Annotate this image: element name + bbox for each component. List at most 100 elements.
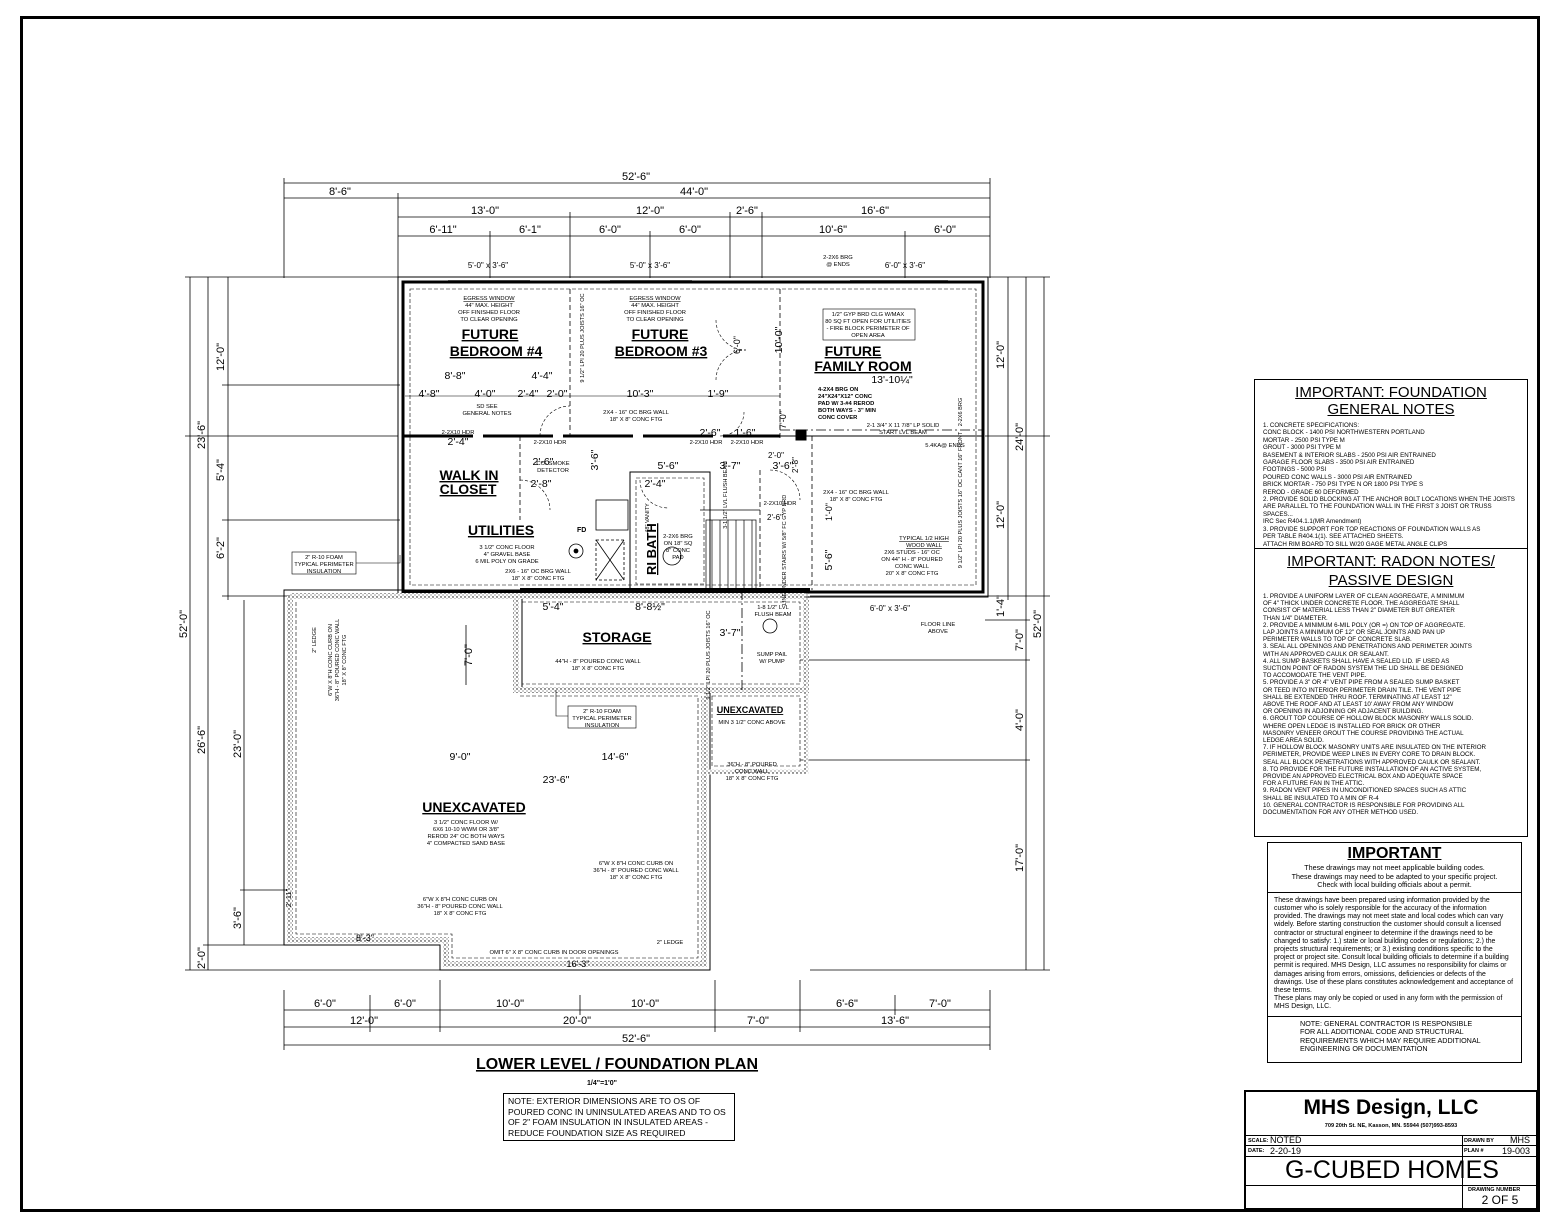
egress-note-1c: TO CLEAR OPENING <box>460 317 518 323</box>
brg-wall2-a: 2X4 - 16" OC BRG WALL <box>823 490 889 496</box>
dim-inner-7: 10'-3" <box>627 388 654 400</box>
dim-inner-19: 2'-6" <box>700 427 721 439</box>
dim-inner-22: 2'-8" <box>791 457 800 473</box>
foam-note-box-2 <box>567 705 637 729</box>
date-label: DATE: <box>1248 1148 1265 1154</box>
dim-inner-32: 1'-0" <box>824 503 834 521</box>
sump-a: SUMP PAIL <box>757 652 788 658</box>
dim-top-r3-c: 6'-0" <box>599 224 621 236</box>
curb-left-c: 18" X 8" CONC FTG <box>342 635 348 686</box>
foam1-b: TYPICAL PERIMETER <box>294 562 353 568</box>
stairs <box>705 519 757 591</box>
dim-left-b: 26'-6" <box>196 726 208 754</box>
half-wall-note-b: ON 44" H - 8" POURED <box>881 557 942 563</box>
brg-top-b: @ ENDS <box>826 262 850 268</box>
curb-b-a: 6"W X 8"H CONC CURB ON <box>423 897 497 903</box>
top-dimensions: 52'-6" 8'-6" 44'-0" 13'-0" 12'-0" 2'-6" … <box>329 171 956 236</box>
floor-line-b: ABOVE <box>928 629 948 635</box>
company-name: MHS Design, LLC <box>1303 1096 1479 1119</box>
dim-inner-27: 14'-6" <box>602 751 629 763</box>
bath-pad-a: 2-2X6 BRG <box>663 534 693 540</box>
gyp-note-b: 80 SQ FT OPEN FOR UTILITIES <box>825 319 911 325</box>
dim-top-overall: 52'-6" <box>622 171 650 183</box>
ka-ends: 5.4KA@ ENDS <box>925 443 965 449</box>
flush1-label: 3-1 1/2" LVL FLUSH BEAM <box>723 461 729 529</box>
rotated-annotations: 9 1/2" LPI 20 PLUS JOISTS 16" OC 2-2X6 B… <box>312 293 964 701</box>
co-note-b: DETECTOR <box>537 468 569 474</box>
half-wall-note-c: CONC WALL <box>895 564 930 570</box>
room-bed4-line1: FUTURE <box>462 326 519 342</box>
pad-e: CONC COVER <box>818 415 858 421</box>
dim-left-c: 2'-0" <box>196 947 208 969</box>
unexc-small-note: MIN 3 1/2" CONC ABOVE <box>718 720 785 726</box>
plan-annotations: EGRESS WINDOW 44" MAX. HEIGHT OFF FINISH… <box>417 255 965 956</box>
bottom-dimension-lines <box>283 980 991 1050</box>
dim-top-r3-d: 6'-0" <box>679 224 701 236</box>
dim-inner-5: 2'-4" <box>518 388 539 400</box>
room-bed4-line2: BEDROOM #4 <box>450 343 543 359</box>
hdr-1: 2-2X10 HDR <box>442 430 475 436</box>
interior-walls <box>403 289 983 592</box>
room-bed3-line1: FUTURE <box>632 326 689 342</box>
scale-label: SCALE: <box>1248 1138 1269 1144</box>
plan-number-value: 19-003 <box>1502 1146 1531 1156</box>
unexc-note-c: REROD 24" OC BOTH WAYS <box>427 834 504 840</box>
flush2-a: 1-8 1/2" LVL <box>757 605 789 611</box>
brg-wall1-a: 2X4 - 16" OC BRG WALL <box>603 410 669 416</box>
dim-left-i3: 6'-2" <box>215 537 227 559</box>
dim-inner-21: 3'-6" <box>773 460 794 472</box>
gyp-note-d: OPEN AREA <box>851 333 885 339</box>
util-wall-a: 2X6 - 16" OC BRG WALL <box>505 569 571 575</box>
dim-left-i2: 5'-4" <box>215 459 227 481</box>
bottom-dimensions: 6'-0" 6'-0" 10'-0" 10'-0" 6'-6" 7'-0" 12… <box>314 998 951 1045</box>
half-wall-note-a: 2X6 STUDS - 16" OC <box>884 550 940 556</box>
bath-pad-b: ON 18" SQ <box>664 541 693 547</box>
gyp-note-a: 1/2" GYP BRD CLG W/MAX <box>832 312 905 318</box>
lp-beam-b: START LVL BEAM <box>879 430 927 436</box>
radon-notes-body: 1. PROVIDE A UNIFORM LAYER OF CLEAN AGGR… <box>1263 593 1487 817</box>
lp-beam-a: 2-1 3/4" X 11 7/8" LP SOLID <box>867 423 940 429</box>
dim-inner-9: 13'-10¼" <box>871 374 913 386</box>
dim-right-overall: 52'-0" <box>1032 610 1044 638</box>
dim-inner-2: 4'-4" <box>532 370 553 382</box>
hdr-2: 2-2X10 HDR <box>534 440 567 446</box>
dim-left-i5: 3'-6" <box>232 907 244 929</box>
drawing-number-value: 2 OF 5 <box>1481 1193 1519 1207</box>
dim-inner-6: 2'-0" <box>547 388 568 400</box>
dim-inner-14: 2'-8" <box>531 478 552 490</box>
dim-inner-25: 3'-7" <box>720 627 741 639</box>
floor-line-a: FLOOR LINE <box>921 622 956 628</box>
curb-left-b: 36"H - 8" POURED CONC WALL <box>335 619 341 701</box>
left-dimensions: 52'-0" 23'-6" 26'-6" 2'-0" 12'-0" 5'-4" … <box>178 343 475 969</box>
title-block: MHS Design, LLC 709 20th St. NE, Kasson,… <box>1244 1090 1538 1210</box>
curb-left-a: 6"W X 8"H CONC CURB ON <box>328 624 334 696</box>
room-unexcavated: UNEXCAVATED <box>422 799 525 815</box>
vanity-label: 48" VANITY <box>645 503 651 533</box>
joists-note-1: 9 1/2" LPI 20 PLUS JOISTS 16" OC <box>580 293 586 382</box>
dim-inner-16: 5'-6" <box>658 460 679 472</box>
pad-b: 24"X24"X12" CONC <box>818 394 873 400</box>
sd-note-a: SD SEE <box>476 404 497 410</box>
omit-note: OMIT 6" X 8" CONC CURB IN DOOR OPENINGS <box>490 950 619 956</box>
pad-d: BOTH WAYS - 3" MIN <box>818 408 876 414</box>
foam1-c: INSULATION <box>307 569 341 575</box>
exterior-dimension-note: NOTE: EXTERIOR DIMENSIONS ARE TO OS OF P… <box>503 1093 735 1141</box>
window-size-3: 6'-0" x 3'-6" <box>885 261 925 270</box>
hdr-4: 2-2X10 HDR <box>731 440 764 446</box>
curb-b-c: 18" X 8" CONC FTG <box>434 911 487 917</box>
egress-label-1: EGRESS WINDOW <box>463 296 515 302</box>
floor-drain-label: FD <box>577 527 586 534</box>
storage-wall-b: 18" X 8" CONC FTG <box>572 666 625 672</box>
curb-r-a: 6"W X 8"H CONC CURB ON <box>599 861 673 867</box>
dim-inner-17: 3'-7" <box>720 460 741 472</box>
poured1-a: 36"H - 8" POURED <box>727 762 777 768</box>
half-wall-a: TYPICAL 1/2 HIGH <box>899 536 949 542</box>
dim-top-r2-c: 2'-6" <box>736 205 758 217</box>
beams <box>709 429 983 690</box>
dim-top-left: 8'-6" <box>329 186 351 198</box>
dim-right-i2: 12'-0" <box>995 501 1007 529</box>
window-size-4: 6'-0" x 3'-6" <box>870 604 910 613</box>
room-family-line1: FUTURE <box>825 343 882 359</box>
dim-bot-r1-f: 7'-0" <box>929 998 951 1010</box>
plan-number-label: PLAN # <box>1464 1148 1484 1154</box>
